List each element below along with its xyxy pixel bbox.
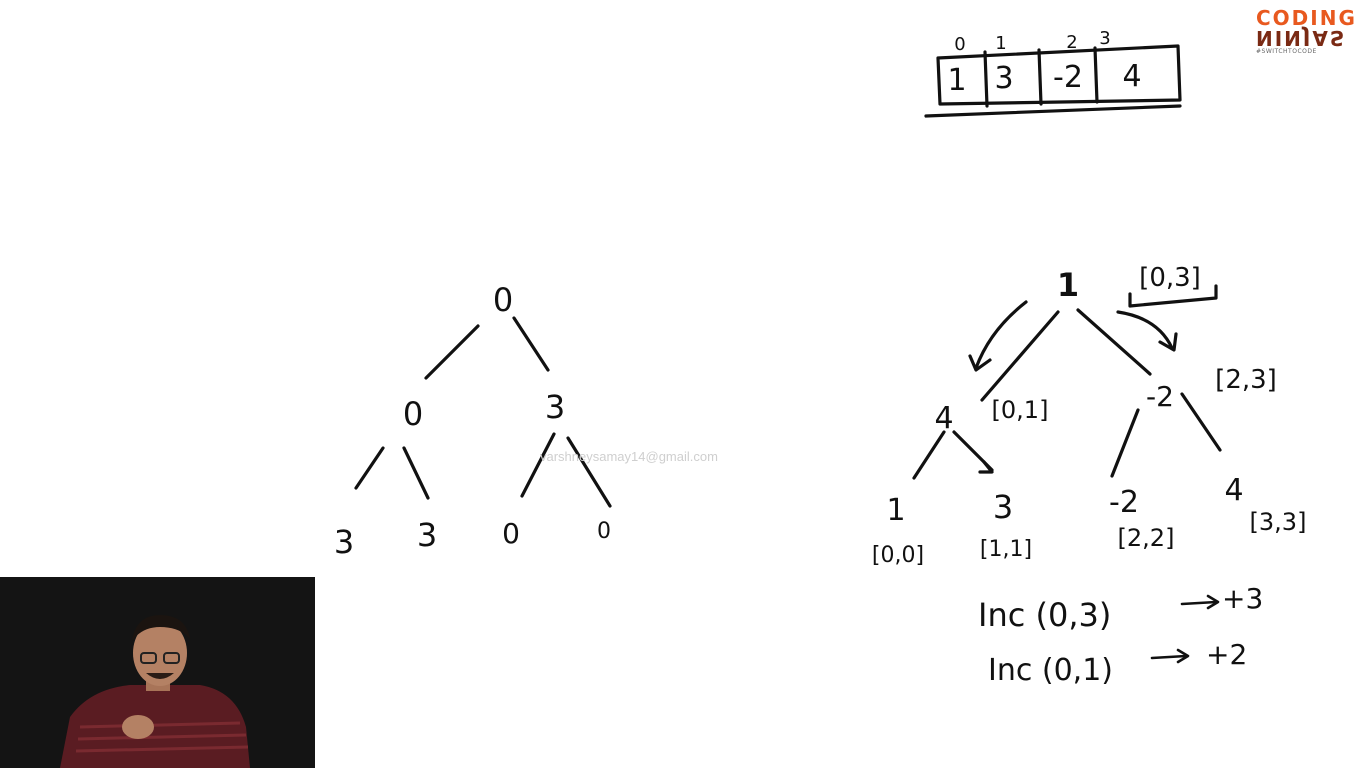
logo-line-2: NINJAS <box>1256 26 1347 50</box>
tree-edge <box>980 310 1060 402</box>
tree-edge <box>354 446 385 490</box>
tree-edge <box>520 432 556 498</box>
presenter-beard <box>146 673 174 679</box>
shirt-stripes <box>75 721 249 753</box>
array-index: 3 <box>1099 28 1110 49</box>
tree-edge <box>1076 308 1152 376</box>
query-call: Inc (0,1) <box>988 653 1113 688</box>
array-divider <box>983 50 989 108</box>
presenter-hand <box>122 715 154 739</box>
arrow-head <box>968 354 992 372</box>
range-label: [0,0] <box>872 543 924 568</box>
array-index: 1 <box>995 33 1006 54</box>
range-label: [2,2] <box>1118 524 1175 552</box>
query-result: +3 <box>1222 582 1263 615</box>
tree-edge <box>424 324 480 380</box>
range-label: [2,3] <box>1215 365 1277 395</box>
tree-edge <box>402 446 430 500</box>
range-label: [0,1] <box>992 396 1049 424</box>
array-underline <box>924 104 1182 118</box>
segment-tree-leaf: 4 <box>1224 473 1243 508</box>
presenter-hair <box>132 615 190 641</box>
curved-arrow <box>974 300 1028 370</box>
tree-edge <box>1110 408 1140 478</box>
array-index: 2 <box>1066 32 1077 53</box>
segment-tree-leaf: 1 <box>886 493 905 528</box>
segment-tree-leaf: -2 <box>1109 485 1139 520</box>
logo-line-1: CODING <box>1256 6 1357 30</box>
array-index: 0 <box>954 34 965 55</box>
arrow-line <box>1180 600 1218 606</box>
update-queries: Inc (0,3) +3 Inc (0,1) +2 <box>978 582 1263 688</box>
tree-edge <box>1180 392 1222 452</box>
email-watermark: varshneysamay14@gmail.com <box>540 449 718 464</box>
curved-arrow <box>1116 310 1174 350</box>
arrow-head <box>1206 594 1220 610</box>
left-tree-leaf: 0 <box>502 517 520 550</box>
arrow-head <box>1176 648 1190 664</box>
glasses-right-icon <box>163 652 180 664</box>
tree-edge <box>512 316 550 372</box>
array-cell: 3 <box>994 61 1013 96</box>
left-tree-leaf: 3 <box>417 516 437 554</box>
segment-tree-node: -2 <box>1146 380 1174 413</box>
segment-tree: 1 [0,3] 4 [0,1] -2 [2,3] 1 3 -2 4 [0,0] … <box>872 263 1307 568</box>
range-label: [3,3] <box>1250 508 1307 536</box>
tree-edge <box>566 436 612 508</box>
array-diagram: 0 1 2 3 1 3 -2 4 <box>924 28 1182 118</box>
left-tree-node: 0 <box>403 395 423 433</box>
array-divider <box>1037 48 1043 106</box>
arrow-head <box>978 460 994 474</box>
range-label: [0,3] <box>1139 263 1201 293</box>
segment-tree-root: 1 <box>1057 266 1079 304</box>
segment-tree-node: 4 <box>934 401 953 436</box>
logo-tagline: #SWITCHTOCODE <box>1256 48 1317 55</box>
arrow-head <box>1158 332 1178 352</box>
array-cell: 4 <box>1122 59 1141 94</box>
webcam-feed <box>0 577 315 768</box>
left-tree-leaf: 0 <box>597 519 611 544</box>
coding-ninjas-logo: CODING NINJAS #SWITCHTOCODE <box>1256 6 1360 55</box>
query-result: +2 <box>1206 638 1247 671</box>
glasses-left-icon <box>140 652 157 664</box>
left-tree-node: 3 <box>545 388 565 426</box>
range-label: [1,1] <box>980 537 1032 562</box>
tree-edge <box>912 430 946 480</box>
array-cell: 1 <box>947 63 966 98</box>
arrow-line <box>1150 654 1188 660</box>
left-tree-leaf: 3 <box>334 523 354 561</box>
range-bracket <box>1128 284 1218 308</box>
left-tree-root: 0 <box>493 281 513 319</box>
array-cell: -2 <box>1053 60 1083 95</box>
query-call: Inc (0,3) <box>978 596 1111 634</box>
presenter-image <box>0 577 315 768</box>
segment-tree-leaf: 3 <box>993 488 1013 526</box>
presenter-face <box>133 620 187 686</box>
left-tree: 0 0 3 3 3 0 0 <box>334 281 612 561</box>
array-outline <box>936 44 1182 106</box>
array-divider <box>1093 46 1099 104</box>
